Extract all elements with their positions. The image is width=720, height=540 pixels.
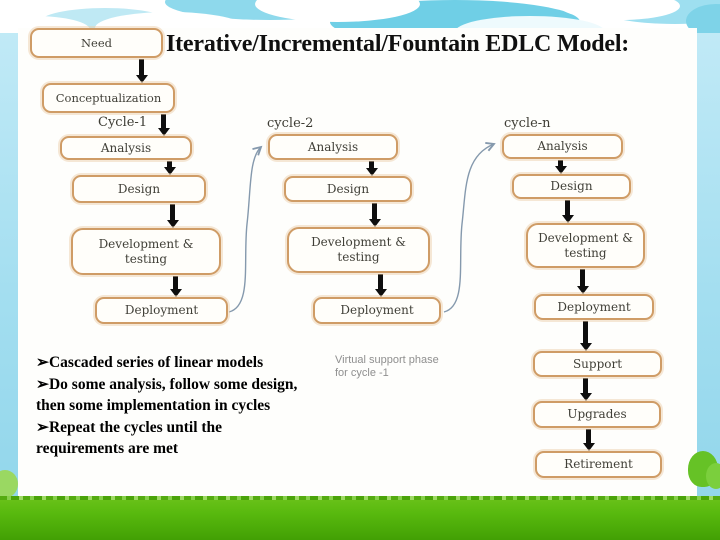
- flow-box-design-1: Design: [72, 175, 206, 203]
- down-arrow: [368, 203, 381, 227]
- bullet-item: ➢Repeat the cycles until the requirement…: [36, 418, 223, 458]
- flow-box-design-2: Design: [284, 176, 412, 202]
- down-arrow: [582, 429, 595, 451]
- down-arrow: [576, 269, 589, 294]
- flow-box-development-testing-1: Development & testing: [71, 228, 221, 275]
- virtual-support-note: Virtual support phase for cycle -1: [335, 354, 439, 380]
- down-arrow: [579, 378, 592, 401]
- flow-box-need: Need: [30, 28, 163, 58]
- bullet-item: ➢Cascaded series of linear models: [36, 354, 264, 371]
- down-arrow: [163, 161, 176, 175]
- down-arrow: [554, 160, 567, 174]
- flow-box-development-testing-2: Development & testing: [287, 227, 430, 273]
- cloud-blob: [95, 12, 245, 33]
- virtual-support-note-line1: Virtual support phase: [335, 354, 439, 366]
- cycle-1-label: Cycle-1: [98, 115, 148, 130]
- flow-box-deployment-2: Deployment: [313, 297, 441, 324]
- page-title: Iterative/Incremental/Fountain EDLC Mode…: [166, 31, 630, 57]
- cycle-2-label: cycle-2: [267, 116, 314, 131]
- bullet-notes: ➢Cascaded series of linear models ➢Do so…: [36, 352, 310, 460]
- bush-left: [0, 470, 18, 498]
- flow-box-analysis-n: Analysis: [502, 134, 623, 159]
- flow-box-deployment-n: Deployment: [534, 294, 654, 320]
- flow-box-design-n: Design: [512, 174, 631, 199]
- down-arrow: [579, 321, 592, 351]
- cloud-blob: [560, 0, 680, 20]
- flow-box-retirement: Retirement: [535, 451, 662, 478]
- down-arrow: [561, 200, 574, 223]
- bush-right-small: [706, 463, 720, 489]
- flow-box-deployment-1: Deployment: [95, 297, 228, 324]
- grass-strip: [0, 496, 720, 540]
- flow-box-upgrades: Upgrades: [533, 401, 661, 428]
- cloud-blob: [255, 0, 420, 22]
- cycle-n-label: cycle-n: [504, 116, 551, 131]
- down-arrow: [169, 276, 182, 297]
- bullet-item: ➢Do some analysis, follow some design, t…: [36, 375, 298, 415]
- down-arrow: [157, 114, 170, 136]
- down-arrow: [365, 161, 378, 176]
- down-arrow: [374, 274, 387, 297]
- flow-box-analysis-1: Analysis: [60, 136, 192, 160]
- down-arrow: [166, 204, 179, 228]
- flow-box-conceptualization: Conceptualization: [42, 83, 175, 113]
- flow-box-support: Support: [533, 351, 662, 377]
- flow-box-analysis-2: Analysis: [268, 134, 398, 160]
- virtual-support-note-line2: for cycle -1: [335, 367, 389, 379]
- flow-box-development-testing-n: Development & testing: [526, 223, 645, 268]
- down-arrow: [135, 59, 148, 83]
